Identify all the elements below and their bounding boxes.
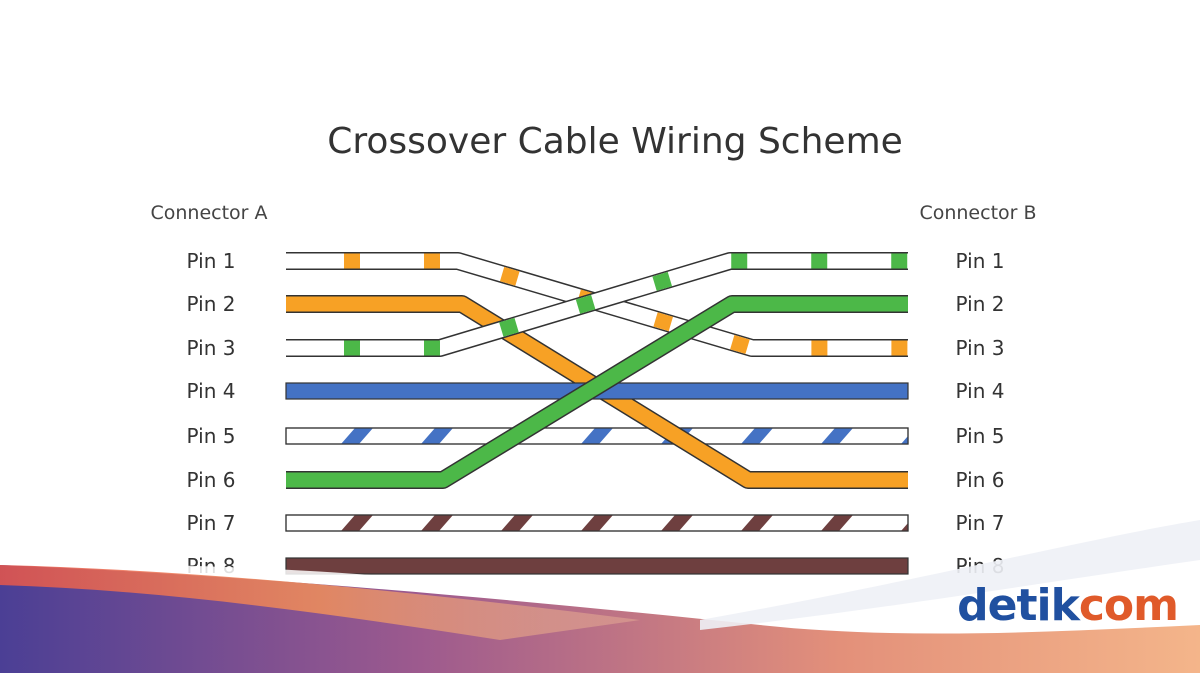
wire-stripe bbox=[341, 428, 373, 444]
pin-label-b-5: Pin 5 bbox=[956, 424, 1005, 448]
pin-label-a-1: Pin 1 bbox=[187, 249, 236, 273]
pin-label-a-4: Pin 4 bbox=[187, 379, 236, 403]
pin-label-a-5: Pin 5 bbox=[187, 424, 236, 448]
wire-stripe bbox=[901, 523, 908, 531]
pin-label-a-7: Pin 7 bbox=[187, 511, 236, 535]
wire-stripe bbox=[581, 515, 613, 531]
wire-pin-8 bbox=[285, 557, 909, 575]
wire-stripe bbox=[421, 515, 453, 531]
pin-label-a-3: Pin 3 bbox=[187, 336, 236, 360]
wire-stripe bbox=[741, 515, 773, 531]
logo-text-com: com bbox=[1079, 580, 1178, 631]
pin-label-b-6: Pin 6 bbox=[956, 468, 1005, 492]
wire-stripe bbox=[741, 428, 773, 444]
diagram-title: Crossover Cable Wiring Scheme bbox=[327, 121, 903, 162]
wire-pin-7 bbox=[285, 514, 909, 532]
svg-text:detikcom: detikcom bbox=[957, 580, 1178, 631]
wire-stripe bbox=[501, 515, 533, 531]
wire-pin-6-to-2 bbox=[286, 295, 908, 489]
pin-label-b-2: Pin 2 bbox=[956, 292, 1005, 316]
pin-label-b-1: Pin 1 bbox=[956, 249, 1005, 273]
pin-label-a-6: Pin 6 bbox=[187, 468, 236, 492]
wire-stripe bbox=[421, 428, 453, 444]
connector-a-label: Connector A bbox=[150, 202, 267, 224]
wire-stripe bbox=[581, 428, 613, 444]
pin-label-b-3: Pin 3 bbox=[956, 336, 1005, 360]
pin-label-b-4: Pin 4 bbox=[956, 379, 1005, 403]
connector-b-label: Connector B bbox=[919, 202, 1036, 224]
wire-stripe bbox=[341, 515, 373, 531]
wire-stripe bbox=[661, 515, 693, 531]
wire-stripe bbox=[821, 515, 853, 531]
wire-pin-5 bbox=[285, 427, 909, 445]
logo-text-detik: detik bbox=[957, 580, 1081, 631]
wire-pin-3-to-1 bbox=[286, 252, 908, 357]
pin-label-a-2: Pin 2 bbox=[187, 292, 236, 316]
wire-stripe bbox=[821, 428, 853, 444]
detikcom-logo: detikcom bbox=[957, 580, 1179, 631]
footer-banner bbox=[0, 520, 1200, 673]
wires bbox=[285, 252, 909, 575]
pin-label-b-7: Pin 7 bbox=[956, 511, 1005, 535]
wire-stripe bbox=[901, 436, 908, 444]
